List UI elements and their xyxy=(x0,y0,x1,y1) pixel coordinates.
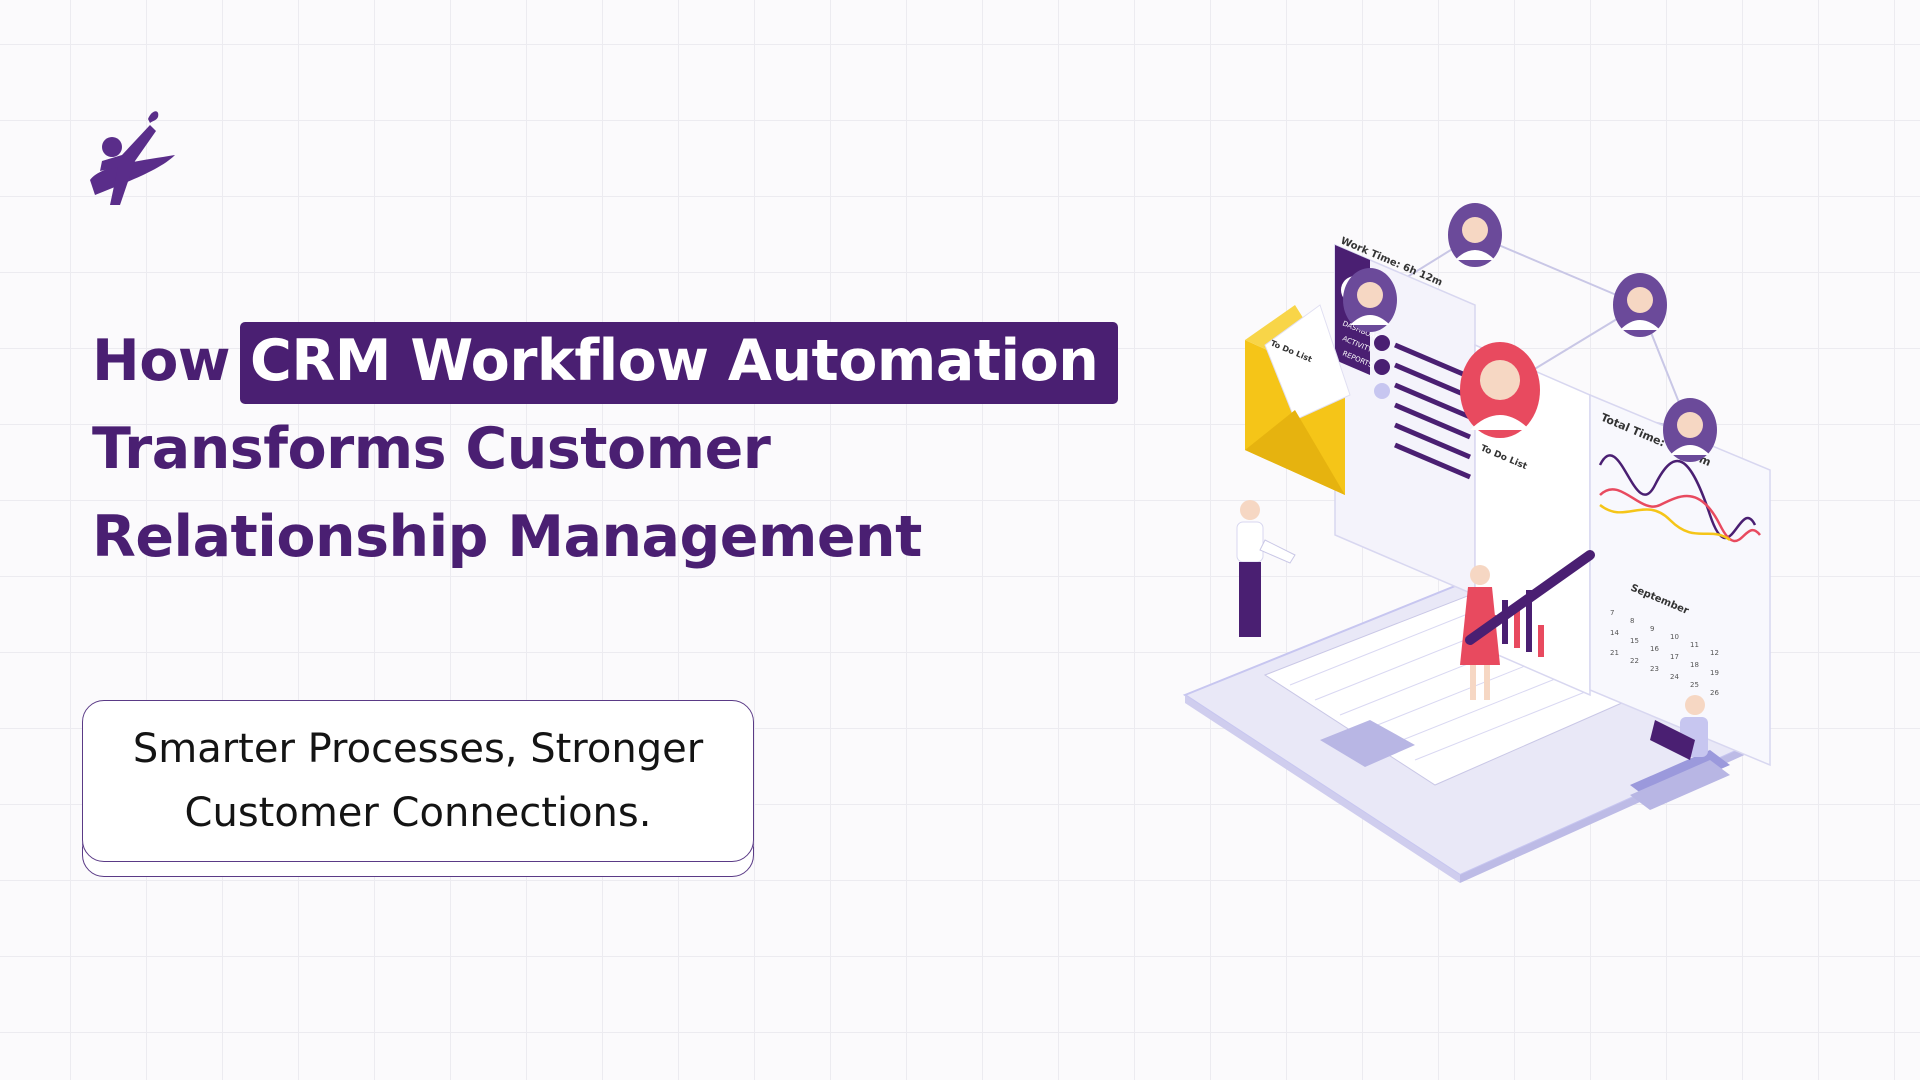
avatar-3 xyxy=(1613,273,1667,337)
svg-text:25: 25 xyxy=(1690,681,1699,689)
list-rows xyxy=(1394,342,1471,480)
svg-text:19: 19 xyxy=(1710,669,1719,677)
avatar-5 xyxy=(1663,398,1717,462)
trackpad xyxy=(1320,720,1415,767)
headline-line-3: Relationship Management xyxy=(92,504,922,570)
svg-text:8: 8 xyxy=(1630,617,1634,625)
svg-text:15: 15 xyxy=(1630,637,1639,645)
svg-text:21: 21 xyxy=(1610,649,1619,657)
tagline-card: Smarter Processes, Stronger Customer Con… xyxy=(82,700,754,862)
person-sitting-laptop xyxy=(1630,695,1730,810)
svg-text:18: 18 xyxy=(1690,661,1699,669)
svg-text:11: 11 xyxy=(1690,641,1699,649)
headline-highlight: CRM Workflow Automation xyxy=(240,322,1119,404)
tagline-line-1: Smarter Processes, Stronger xyxy=(132,726,704,772)
envelope-icon: To Do List xyxy=(1245,304,1351,495)
headline-line-2: Transforms Customer xyxy=(92,416,771,482)
svg-text:16: 16 xyxy=(1650,645,1659,653)
calendar-grid: 7 8 9 10 11 12 14 15 16 17 18 19 21 22 23 24 25 26 xyxy=(1610,609,1719,697)
svg-text:24: 24 xyxy=(1670,673,1679,681)
svg-text:9: 9 xyxy=(1650,625,1654,633)
tagline-line-2: Customer Connections. xyxy=(184,790,652,836)
avatar-1 xyxy=(1448,203,1502,267)
svg-text:10: 10 xyxy=(1670,633,1679,641)
person-woman-with-pen xyxy=(1460,550,1595,700)
avatar-network xyxy=(1343,203,1717,462)
svg-text:14: 14 xyxy=(1610,629,1619,637)
svg-text:12: 12 xyxy=(1710,649,1719,657)
svg-text:22: 22 xyxy=(1630,657,1639,665)
svg-text:26: 26 xyxy=(1710,689,1719,697)
avatar-4 xyxy=(1460,342,1540,438)
svg-text:7: 7 xyxy=(1610,609,1614,617)
avatar-2 xyxy=(1343,268,1397,332)
line-chart xyxy=(1598,454,1761,543)
svg-text:23: 23 xyxy=(1650,665,1659,673)
person-standing-man xyxy=(1236,500,1296,637)
svg-text:17: 17 xyxy=(1670,653,1679,661)
headline-prefix: How xyxy=(92,328,231,394)
brand-logo-icon xyxy=(90,111,175,205)
crm-illustration: DASHBOARD ACTIVITY REPORTS Work Time: 6h… xyxy=(1182,203,1771,883)
